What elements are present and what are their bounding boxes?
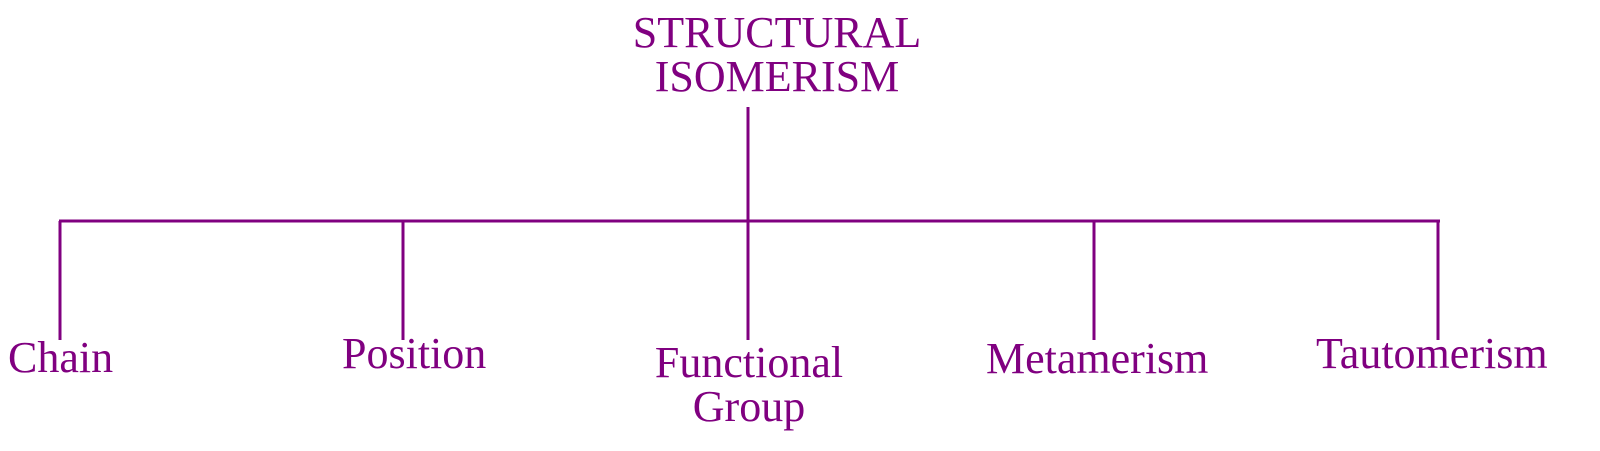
node-functional-group-line2: Group: [693, 382, 805, 431]
node-metamerism: Metamerism: [986, 334, 1208, 383]
node-functional-group-line1: Functional: [655, 338, 843, 387]
root-title-line2: ISOMERISM: [655, 52, 900, 101]
node-position: Position: [342, 329, 486, 378]
node-tautomerism: Tautomerism: [1316, 329, 1548, 378]
node-chain: Chain: [8, 333, 113, 382]
root-title-line1: STRUCTURAL: [633, 8, 921, 57]
